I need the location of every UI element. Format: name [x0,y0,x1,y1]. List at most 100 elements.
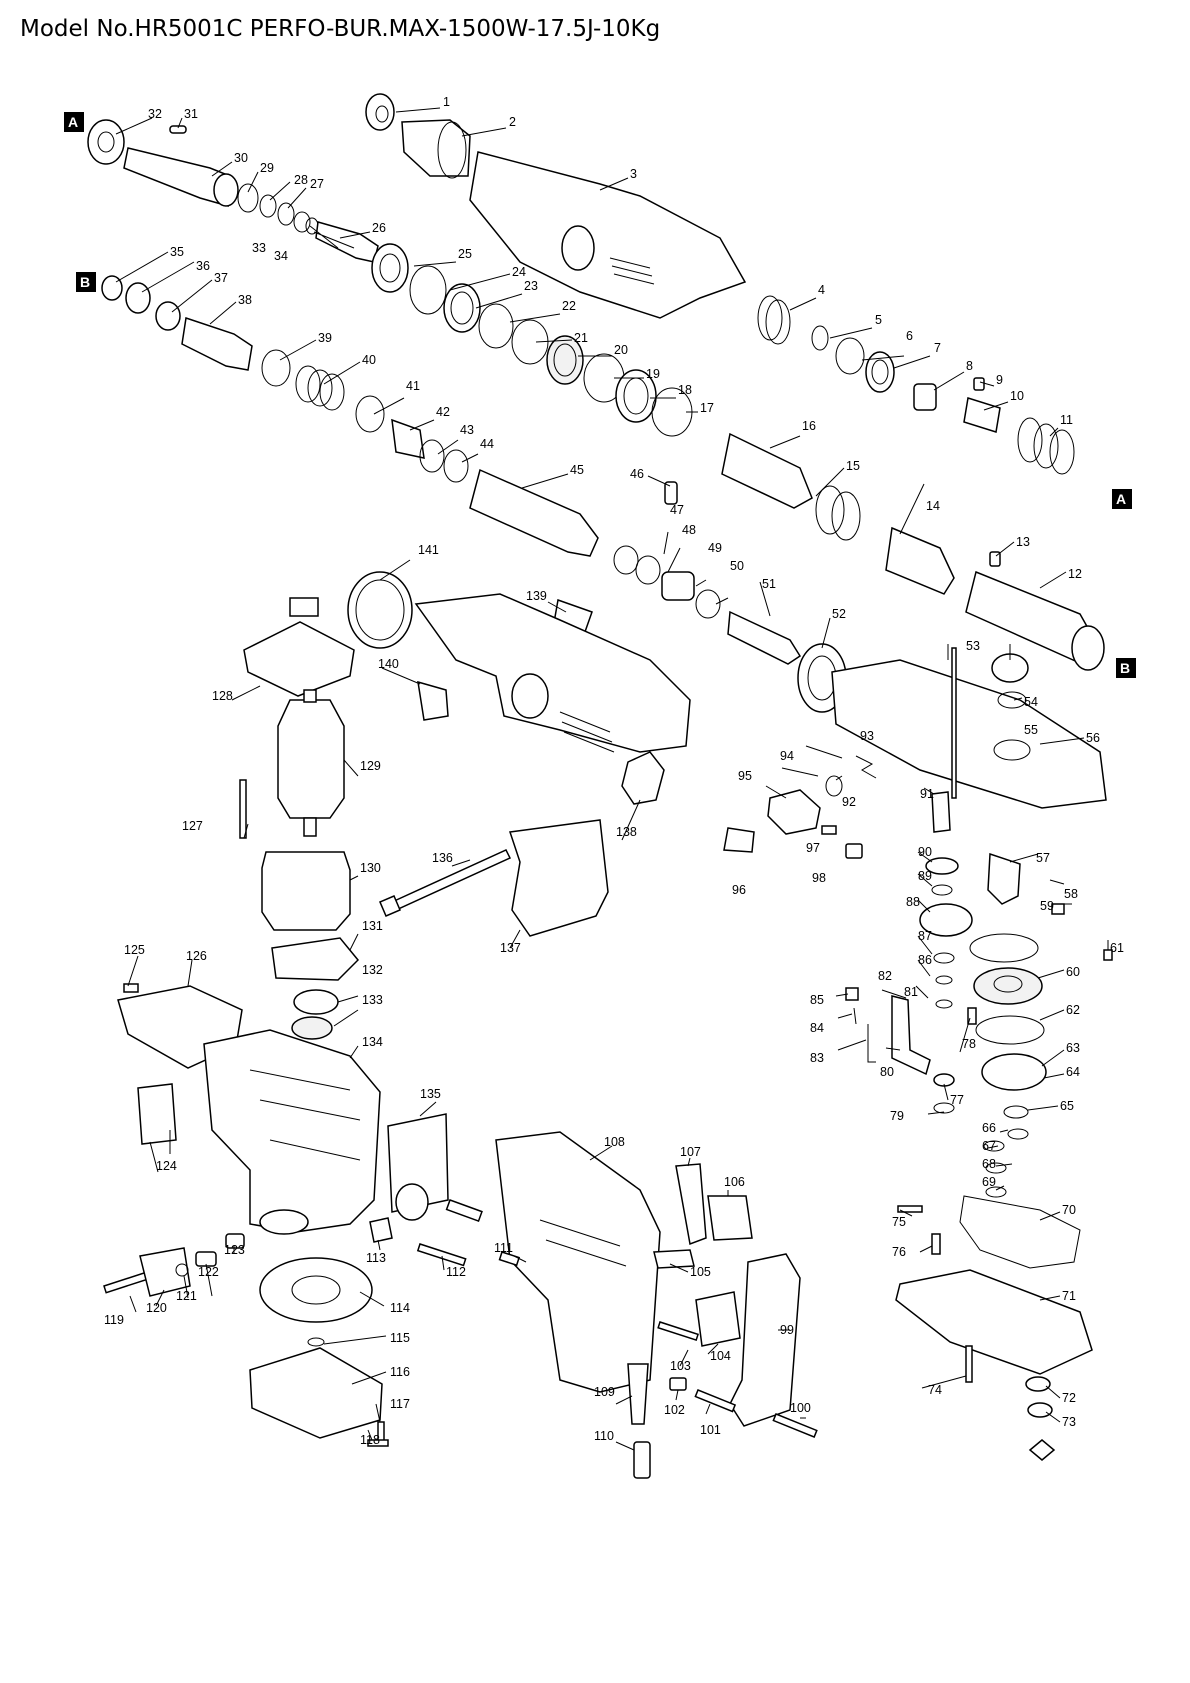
marker-text: A [68,114,78,130]
part-label: 58 [1064,887,1078,901]
section-marker-a-left: A [64,112,84,132]
part-label: 55 [1024,723,1038,737]
part-label: 80 [880,1065,894,1079]
part-label: 62 [1066,1003,1080,1017]
part-label: 23 [524,279,538,293]
marker-text: B [1120,660,1130,676]
section-marker-b-right: B [1116,658,1136,678]
part-label: 11 [1060,413,1073,427]
part-label: 34 [274,249,288,263]
part-label: 99 [780,1323,794,1337]
part-group-fan [103,1233,389,1447]
part-label: 114 [390,1301,410,1315]
part-label: 115 [390,1331,410,1345]
part-label: 102 [664,1403,685,1417]
part-label: 116 [390,1365,410,1379]
part-label: 75 [892,1215,906,1229]
part-label: 65 [1060,1099,1074,1113]
part-label: 18 [678,383,692,397]
part-label: 42 [436,405,450,419]
part-label: 113 [366,1251,386,1265]
part-label: 43 [460,423,474,437]
part-label: 57 [1036,851,1050,865]
part-label: 48 [682,523,696,537]
part-label: 107 [680,1145,701,1159]
part-label: 19 [646,367,660,381]
part-label: 32 [148,107,162,121]
part-label: 3 [630,167,637,181]
part-group-barrel [87,93,1075,475]
part-label: 22 [562,299,576,313]
part-label: 54 [1024,695,1038,709]
part-label: 28 [294,173,308,187]
part-label: 51 [762,577,776,591]
part-label: 47 [670,503,684,517]
part-label: 140 [378,657,399,671]
part-label: 36 [196,259,210,273]
part-label: 52 [832,607,846,621]
part-label: 46 [630,467,644,481]
part-label: 132 [362,963,383,977]
part-label: 14 [926,499,940,513]
part-label: 118 [360,1433,380,1447]
part-label: 100 [790,1401,811,1415]
part-label: 61 [1110,941,1124,955]
marker-text: A [1116,491,1126,507]
part-label: 35 [170,245,184,259]
part-label: 13 [1016,535,1030,549]
part-label: 123 [224,1243,245,1257]
part-label: 130 [360,861,381,875]
section-marker-a-right: A [1112,489,1132,509]
part-label: 60 [1066,965,1080,979]
part-label: 83 [810,1051,824,1065]
part-group-gear-housing [723,647,1113,1461]
part-label: 86 [918,953,932,967]
part-label: 74 [928,1383,942,1397]
part-label: 31 [184,107,198,121]
part-label: 12 [1068,567,1082,581]
part-label: 79 [890,1109,904,1123]
part-label: 106 [724,1175,745,1189]
part-label: 6 [906,329,913,343]
part-label: 1 [443,95,450,109]
part-label: 104 [710,1349,731,1363]
part-label: 120 [146,1301,167,1315]
part-label: 103 [670,1359,691,1373]
part-label: 29 [260,161,274,175]
part-label: 64 [1066,1065,1080,1079]
part-label: 134 [362,1035,383,1049]
part-label: 81 [904,985,918,999]
part-group-striker [101,275,1105,713]
part-label: 56 [1086,731,1100,745]
part-label: 39 [318,331,332,345]
part-label: 126 [186,949,207,963]
part-label: 87 [918,929,932,943]
part-label: 98 [812,871,826,885]
part-label: 27 [310,177,324,191]
part-label: 101 [700,1423,721,1437]
part-label: 105 [690,1265,711,1279]
part-label: 89 [918,869,932,883]
part-label: 128 [212,689,233,703]
part-group-handle [495,1131,818,1479]
part-label: 72 [1062,1391,1076,1405]
part-label: 125 [124,943,145,957]
part-label: 93 [860,729,874,743]
part-label: 71 [1062,1289,1076,1303]
part-label: 78 [962,1037,976,1051]
part-label: 10 [1010,389,1024,403]
part-label: 30 [234,151,248,165]
part-label: 136 [432,851,453,865]
part-label: 88 [906,895,920,909]
part-label: 25 [458,247,472,261]
part-label: 96 [732,883,746,897]
part-number-labels: 1 2 3 4 5 6 7 8 9 10 11 12 13 14 15 16 1… [104,95,1124,1447]
part-label: 121 [176,1289,197,1303]
part-label: 53 [966,639,980,653]
page-title: Model No.HR5001C PERFO-BUR.MAX-1500W-17.… [20,16,661,42]
part-label: 49 [708,541,722,555]
part-label: 2 [509,115,516,129]
part-label: 139 [526,589,547,603]
part-label: 122 [198,1265,219,1279]
